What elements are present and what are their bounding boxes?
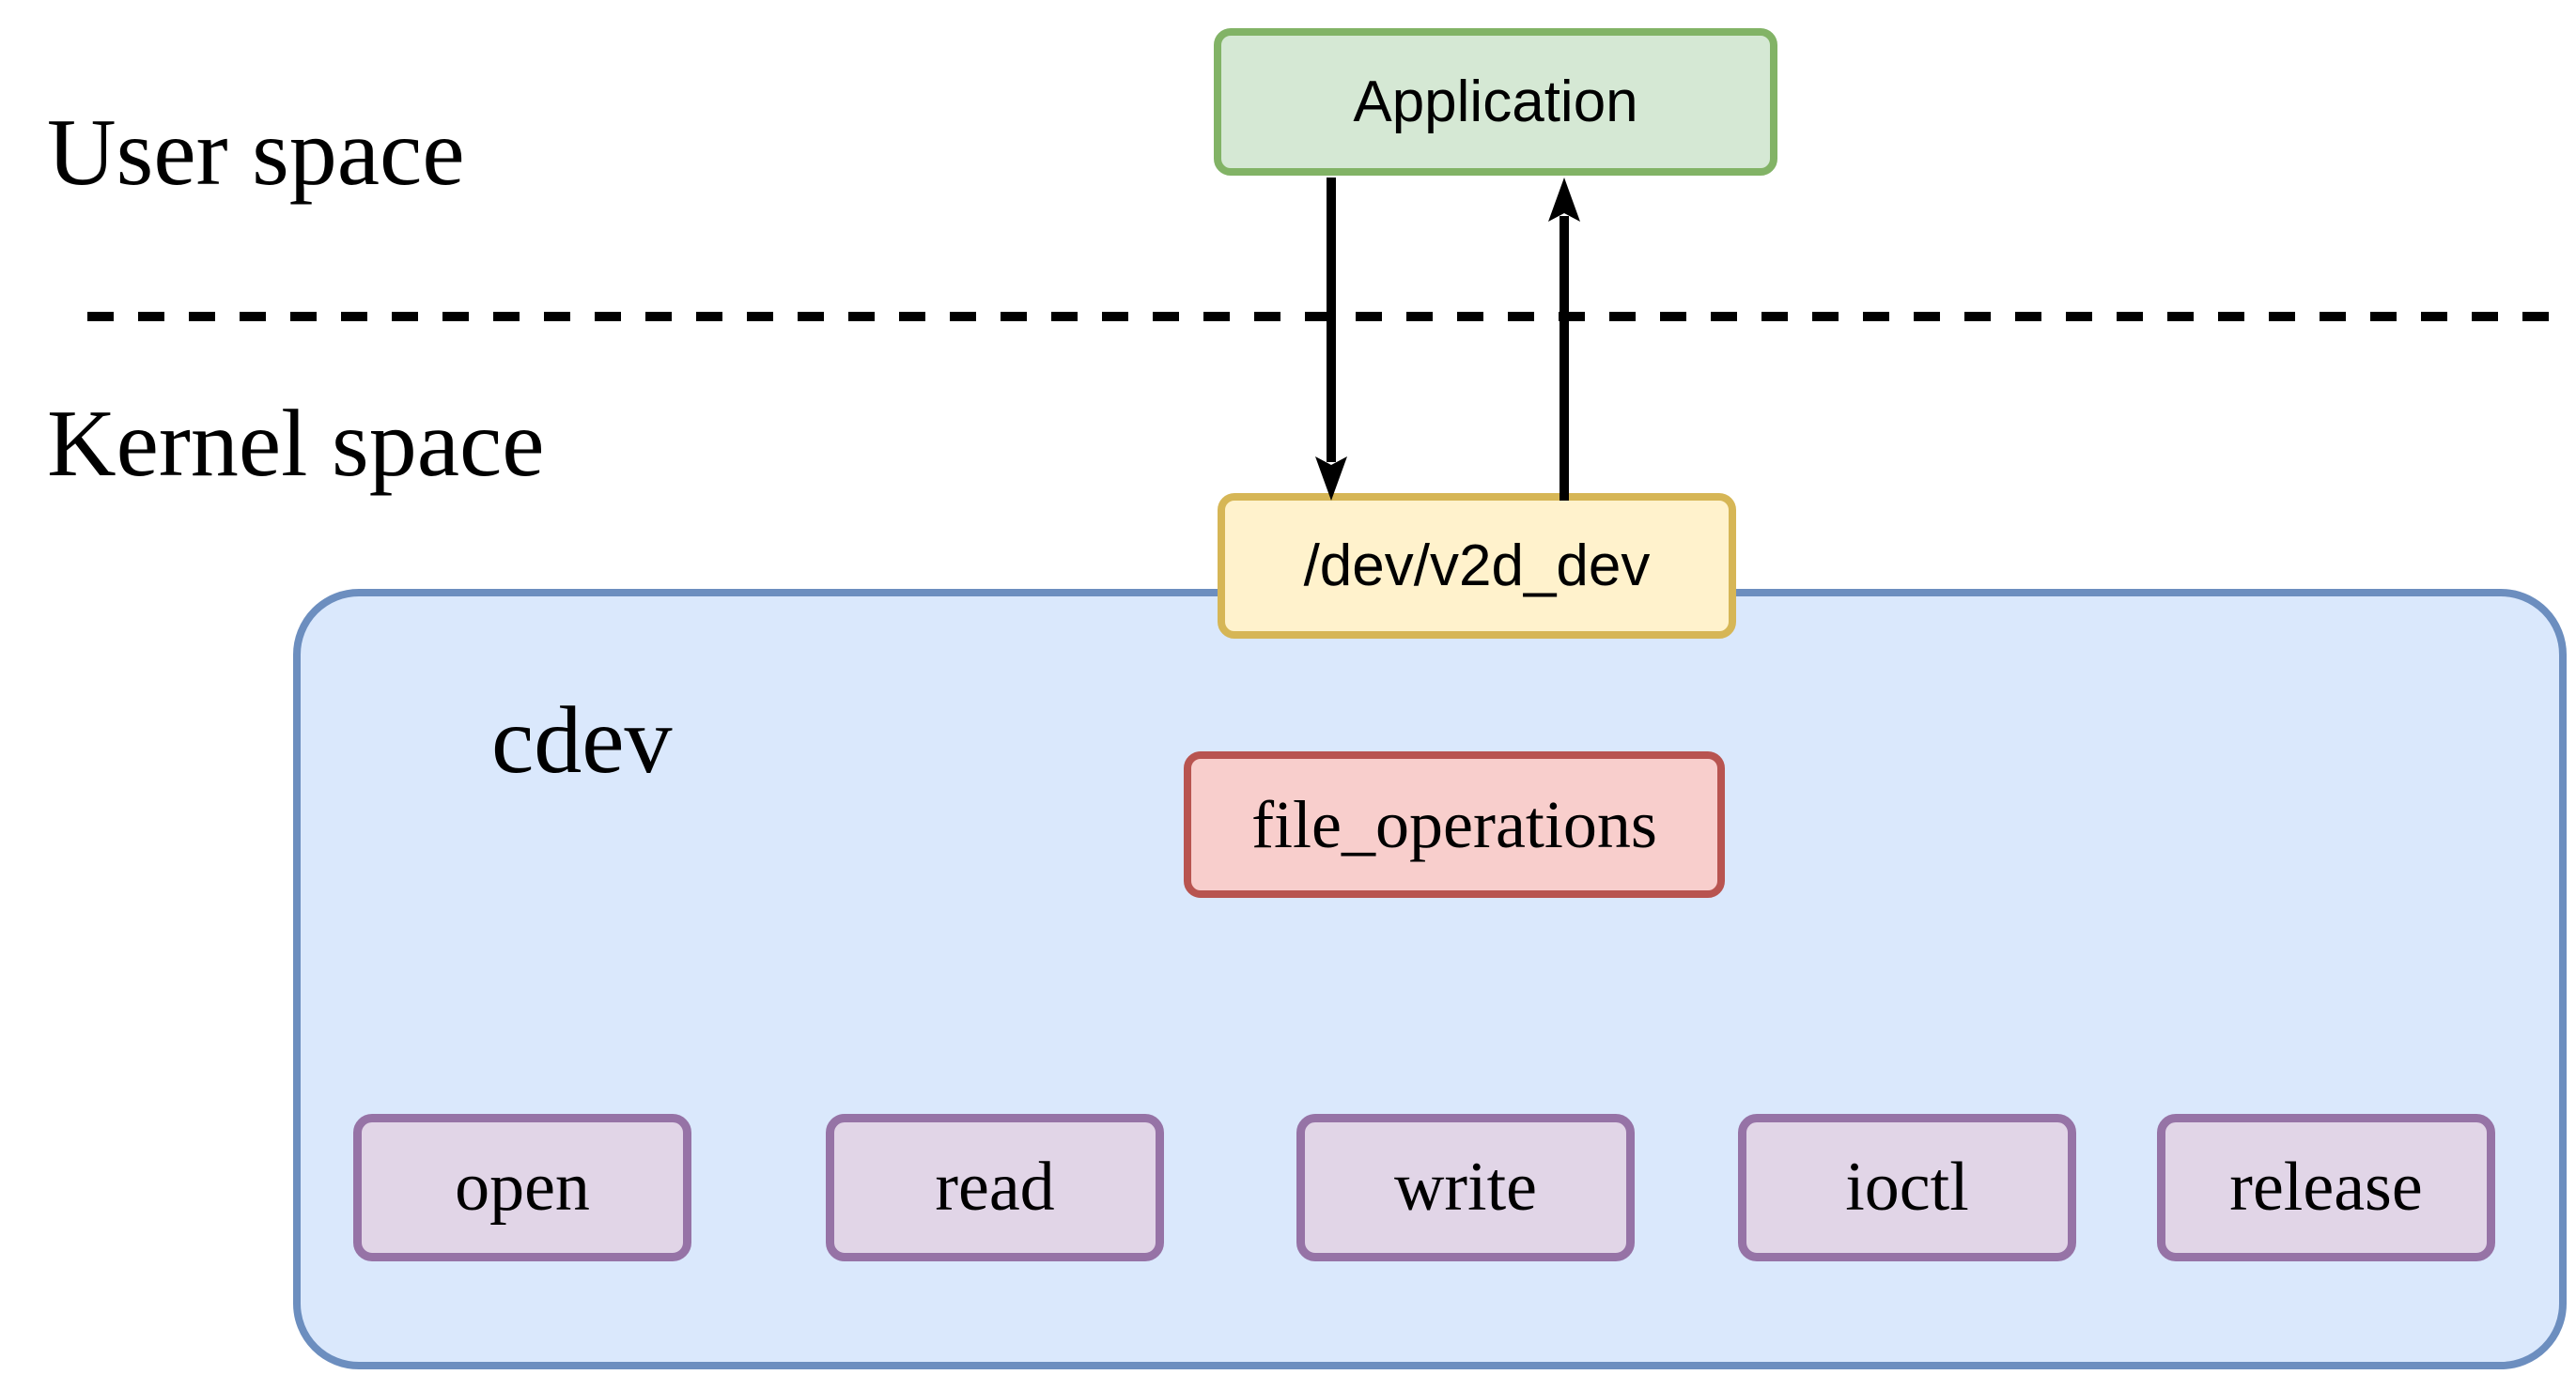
syscall-down-arrow — [1315, 178, 1347, 501]
device-file-node-label: /dev/v2d_dev — [1303, 533, 1651, 598]
cdev-label: cdev — [491, 688, 673, 794]
operation-node-write: write — [1296, 1114, 1635, 1261]
operation-node-release-label: release — [2229, 1149, 2423, 1226]
file-operations-node-label: file_operations — [1251, 786, 1657, 862]
user-kernel-boundary-dashed-line — [87, 312, 2551, 321]
operation-node-ioctl-label: ioctl — [1845, 1149, 1969, 1226]
operation-node-release: release — [2157, 1114, 2495, 1261]
operation-node-open: open — [353, 1114, 691, 1261]
device-file-node: /dev/v2d_dev — [1218, 493, 1736, 639]
operation-node-open-label: open — [455, 1149, 590, 1226]
operation-node-read: read — [826, 1114, 1164, 1261]
operation-node-ioctl: ioctl — [1738, 1114, 2076, 1261]
user-space-label: User space — [47, 100, 465, 206]
application-node-label: Application — [1353, 70, 1638, 134]
application-node: Application — [1214, 28, 1777, 176]
return-up-arrow — [1548, 178, 1580, 501]
operation-node-read-label: read — [935, 1149, 1055, 1226]
kernel-space-label: Kernel space — [47, 391, 545, 497]
operation-node-write-label: write — [1393, 1149, 1538, 1226]
file-operations-node: file_operations — [1184, 751, 1725, 898]
